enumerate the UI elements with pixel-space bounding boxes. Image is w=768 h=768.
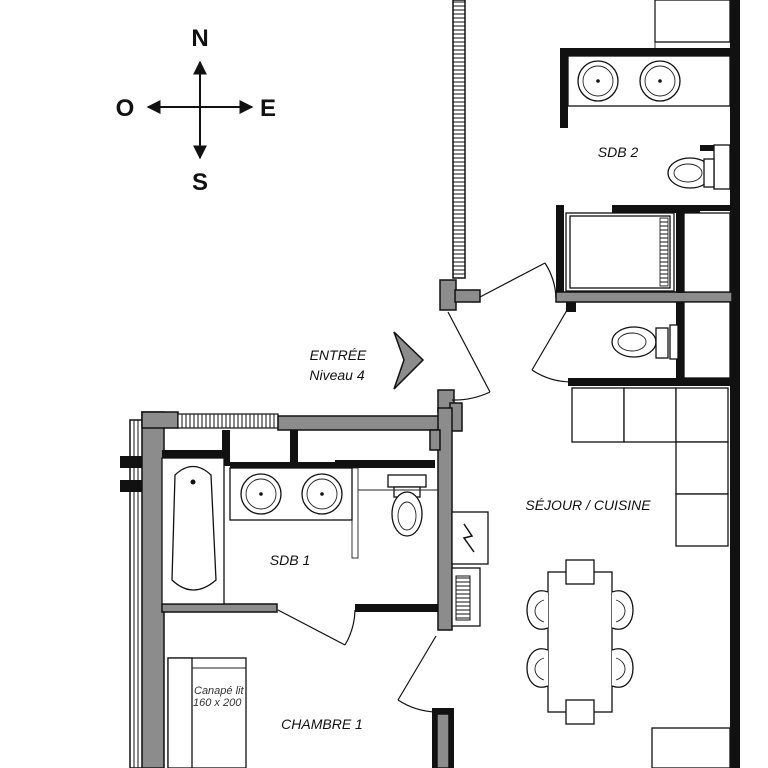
chambre1-fixtures: Canapé lit 160 x 200 CHAMBRE 1: [167, 657, 363, 768]
compass-north-label: N: [191, 25, 208, 52]
room-label-sdb1: SDB 1: [270, 552, 310, 568]
walls: [120, 0, 740, 768]
corridor-wall: [452, 0, 466, 279]
room-label-sdb2: SDB 2: [598, 144, 639, 160]
doors: [277, 262, 573, 713]
compass-south-label: S: [192, 169, 208, 196]
sink-icon: [577, 60, 619, 102]
sofa-bed-icon: [167, 657, 247, 768]
bathtub-icon: [161, 457, 225, 605]
utility-panels: [451, 511, 489, 627]
shower-icon: [565, 212, 675, 292]
sink-icon: [240, 473, 282, 515]
sofa-label: Canapé lit: [194, 685, 244, 697]
dining-table-icon: [526, 559, 634, 725]
room-label-chambre1: CHAMBRE 1: [281, 716, 363, 732]
wc2-fixtures: [611, 301, 731, 379]
entry-level-label: Niveau 4: [309, 367, 364, 383]
sdb1-fixtures: SDB 1: [161, 457, 438, 605]
entry-marker: ENTRÉE Niveau 4: [309, 331, 425, 390]
kitchen-counters: [571, 387, 731, 768]
toilet-icon: [387, 474, 427, 537]
sink-icon: [301, 473, 343, 515]
compass-west-label: O: [116, 95, 135, 122]
sink-icon: [639, 60, 681, 102]
toilet-icon: [611, 324, 679, 360]
sdb2-fixtures: SDB 2: [565, 0, 731, 293]
sofa-size-label: 160 x 200: [193, 697, 242, 709]
entry-label: ENTRÉE: [310, 347, 367, 363]
compass-east-label: E: [260, 95, 276, 122]
room-label-sejour: SÉJOUR / CUISINE: [525, 497, 651, 513]
toilet-icon: [667, 144, 731, 190]
compass-rose: N S E O: [116, 25, 276, 196]
